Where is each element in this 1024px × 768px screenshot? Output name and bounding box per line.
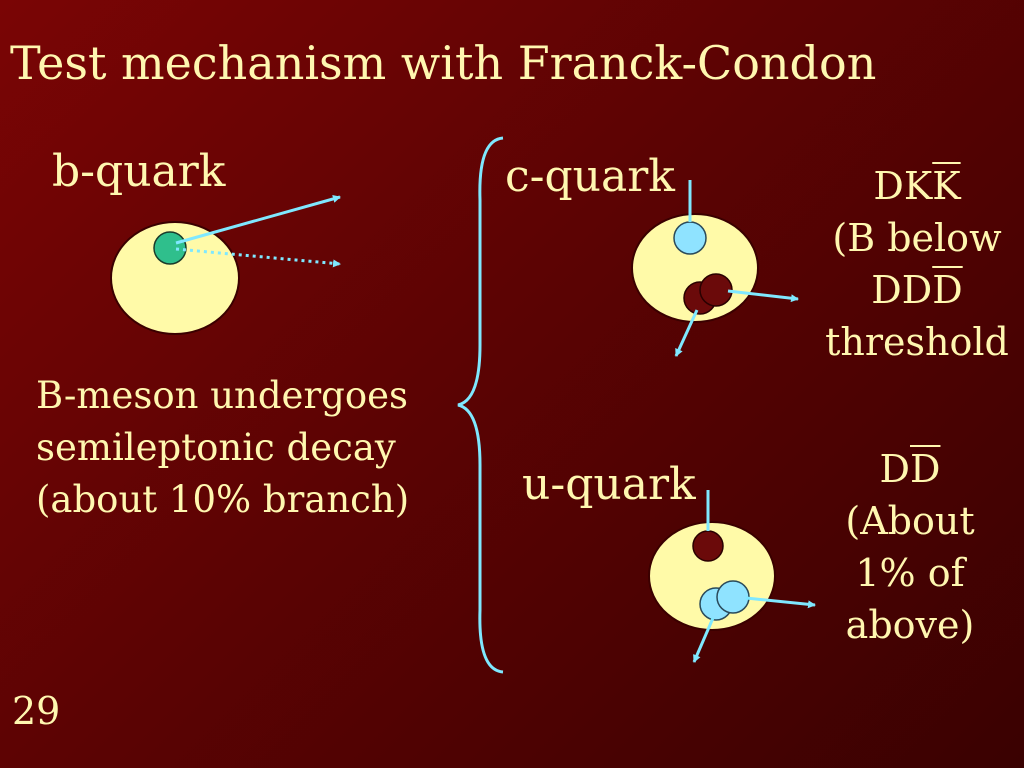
outcome-kbar-text: K bbox=[932, 164, 961, 208]
c-quark-label: c-quark bbox=[505, 151, 675, 202]
outcome-ddd: DDD bbox=[810, 264, 1024, 316]
c-down-arrow bbox=[674, 309, 699, 357]
decay-description: B-meson undergoes semileptonic decay (ab… bbox=[36, 370, 409, 526]
outcome-dd: DD bbox=[800, 443, 1020, 495]
outcome-note-line: (About bbox=[845, 499, 975, 543]
outcome-dk-text: DK bbox=[873, 164, 933, 208]
c-quark-outcome: DKK (B below DDD threshold bbox=[810, 160, 1024, 368]
c-outgoing-arrow bbox=[727, 289, 799, 303]
outcome-note-line: threshold bbox=[825, 320, 1009, 364]
u-light-quark-front bbox=[716, 580, 750, 614]
outcome-dkk: DKK bbox=[810, 160, 1024, 212]
outcome-dbar-text: D bbox=[910, 447, 941, 491]
c-dark-quark-front bbox=[699, 273, 733, 307]
outcome-d-text: D bbox=[879, 447, 910, 491]
outcome-dbar-text: D bbox=[932, 268, 963, 312]
outcome-note-line: above) bbox=[845, 603, 975, 647]
c-light-quark bbox=[673, 221, 707, 255]
u-outgoing-arrow bbox=[745, 596, 816, 609]
slide-title: Test mechanism with Franck-Condon bbox=[10, 36, 877, 90]
b-meson-ellipse bbox=[110, 221, 240, 335]
u-dark-quark bbox=[692, 530, 724, 562]
description-line: semileptonic decay bbox=[36, 426, 396, 469]
slide-number: 29 bbox=[12, 689, 61, 733]
b-quark-circle bbox=[153, 231, 187, 265]
curly-brace bbox=[457, 136, 504, 674]
u-quark-label: u-quark bbox=[522, 459, 696, 510]
outcome-note-line: (B below bbox=[832, 216, 1002, 260]
outcome-dd-text: DD bbox=[871, 268, 933, 312]
lepton-arrow bbox=[175, 195, 341, 245]
b-quark-label: b-quark bbox=[52, 146, 226, 197]
outcome-note-line: 1% of bbox=[855, 551, 965, 595]
description-line: (about 10% branch) bbox=[36, 478, 410, 521]
u-down-arrow bbox=[692, 617, 715, 663]
u-quark-outcome: DD (About 1% of above) bbox=[800, 443, 1020, 651]
description-line: B-meson undergoes bbox=[36, 374, 408, 417]
